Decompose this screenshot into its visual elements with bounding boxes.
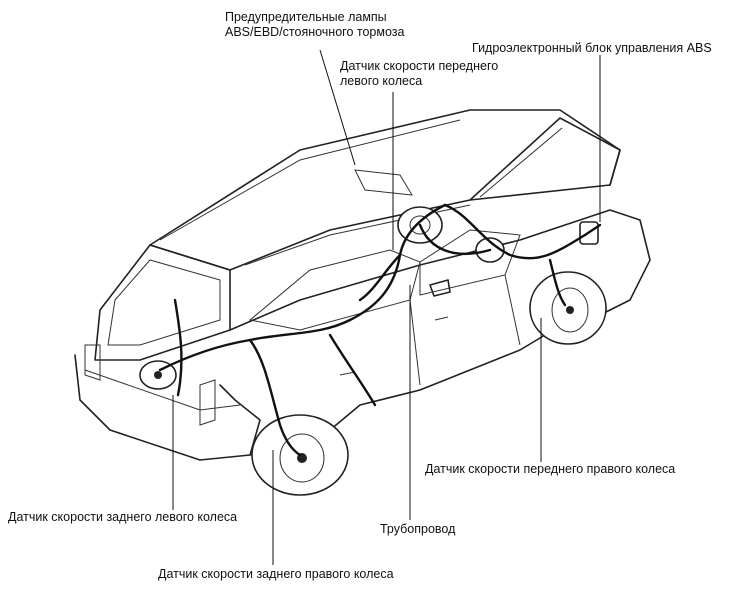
label-front-left-sensor-line2: левого колеса (340, 74, 423, 88)
label-rear-right-sensor: Датчик скорости заднего правого колеса (158, 567, 394, 582)
front-wheel (529, 271, 607, 345)
label-brake-pipe-text: Трубопровод (380, 522, 456, 536)
label-warning-lamps-line1: Предупредительные лампы (225, 10, 387, 24)
abs-wiring-harness (158, 203, 602, 457)
instrument-cluster (354, 169, 413, 196)
label-rear-left-sensor-text: Датчик скорости заднего левого колеса (8, 510, 238, 524)
label-warning-lamps-line2: ABS/EBD/стояночного тормоза (225, 25, 405, 39)
label-brake-pipe: Трубопровод (380, 522, 455, 537)
label-front-left-sensor-line1: Датчик скорости переднего (340, 59, 499, 73)
label-front-right-sensor: Датчик скорости переднего правого колеса (425, 462, 675, 477)
label-rear-right-sensor-text: Датчик скорости заднего правого колеса (158, 567, 394, 581)
leader-lines (172, 49, 601, 565)
label-warning-lamps: Предупредительные лампы ABS/EBD/стояночн… (225, 10, 404, 40)
label-hecu: Гидроэлектронный блок управления ABS (472, 41, 712, 56)
label-rear-left-sensor: Датчик скорости заднего левого колеса (8, 510, 237, 525)
brake-booster (397, 206, 505, 263)
label-front-left-sensor: Датчик скорости переднего левого колеса (340, 59, 498, 89)
label-front-right-sensor-text: Датчик скорости переднего правого колеса (425, 462, 676, 476)
rear-brake-drum (139, 360, 177, 390)
label-hecu-text: Гидроэлектронный блок управления ABS (472, 41, 712, 55)
